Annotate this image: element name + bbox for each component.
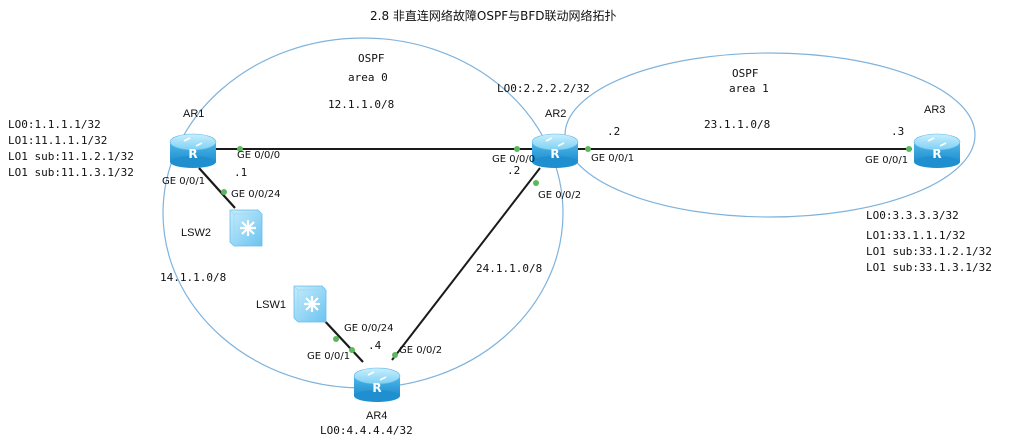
- network-ar2-ar3: 23.1.1.0/8: [704, 118, 771, 131]
- router-ar2-icon[interactable]: [531, 133, 579, 168]
- port-label: GE 0/0/0: [237, 150, 281, 161]
- ospf-area1-circle: [564, 52, 976, 218]
- port-label: GE 0/0/1: [162, 176, 206, 187]
- host-id-label: .3: [891, 125, 905, 138]
- network-ar2-ar4: 24.1.1.0/8: [476, 262, 543, 275]
- port-dot: [333, 336, 339, 342]
- port-dot: [392, 352, 398, 358]
- link-ar1-lsw2: [198, 167, 236, 209]
- port-label: GE 0/0/1: [591, 153, 635, 164]
- ar1-loopback: LO0:1.1.1.1/32: [8, 118, 101, 131]
- network-ar1-ar4: 14.1.1.0/8: [160, 271, 227, 284]
- router-ar4-icon[interactable]: [353, 367, 401, 402]
- ar3-loopback: LO0:3.3.3.3/32: [866, 209, 959, 222]
- ar4-loopback: LO0:4.4.4.4/32: [320, 424, 413, 437]
- port-dot: [514, 146, 520, 152]
- port-label: GE 0/0/2: [538, 190, 582, 201]
- lsw1-name: LSW1: [256, 299, 286, 311]
- port-dot: [221, 189, 227, 195]
- area1-ospf-label: OSPF: [732, 67, 759, 80]
- ar3-name: AR3: [924, 104, 946, 116]
- host-id-label: .4: [368, 339, 382, 352]
- ar1-loopback: LO1 sub:11.1.2.1/32: [8, 150, 134, 163]
- ar1-loopback: LO1 sub:11.1.3.1/32: [8, 166, 134, 179]
- link-lsw1-ar4: [321, 317, 364, 363]
- host-id-label: .2: [507, 164, 521, 177]
- area1-label: area 1: [729, 82, 769, 95]
- port-label: GE 0/0/0: [492, 154, 536, 165]
- page-title: 2.8 非直连网络故障OSPF与BFD联动网络拓扑: [370, 9, 617, 23]
- port-dot: [237, 146, 243, 152]
- ar1-name: AR1: [183, 108, 205, 120]
- router-ar3-icon[interactable]: [913, 133, 961, 168]
- host-id-label: .1: [234, 166, 248, 179]
- ar4-name: AR4: [366, 410, 388, 422]
- lsw2-name: LSW2: [181, 227, 211, 239]
- area0-ospf-label: OSPF: [358, 52, 385, 65]
- ar3-loopback: LO1:33.1.1.1/32: [866, 229, 966, 242]
- area0-label: area 0: [348, 71, 388, 84]
- port-dot: [349, 347, 355, 353]
- port-label: GE 0/0/2: [399, 345, 443, 356]
- port-label: GE 0/0/24: [344, 323, 394, 334]
- switch-lsw2-icon[interactable]: [228, 208, 264, 248]
- ar2-loopback: LO0:2.2.2.2/32: [497, 82, 590, 95]
- link-ar2-ar4: [391, 167, 541, 361]
- port-label: GE 0/0/1: [307, 351, 351, 362]
- ar1-loopback: LO1:11.1.1.1/32: [8, 134, 108, 147]
- port-label: GE 0/0/24: [231, 189, 281, 200]
- ar2-name: AR2: [545, 108, 567, 120]
- ar3-loopback: LO1 sub:33.1.2.1/32: [866, 245, 992, 258]
- router-ar1-icon[interactable]: [169, 133, 217, 168]
- port-dot: [906, 146, 912, 152]
- port-dot: [585, 146, 591, 152]
- network-ar1-ar2: 12.1.1.0/8: [328, 98, 395, 111]
- switch-lsw1-icon[interactable]: [292, 284, 328, 324]
- port-label: GE 0/0/1: [865, 155, 909, 166]
- host-id-label: .2: [607, 125, 621, 138]
- ar3-loopback: LO1 sub:33.1.3.1/32: [866, 261, 992, 274]
- port-dot: [533, 180, 539, 186]
